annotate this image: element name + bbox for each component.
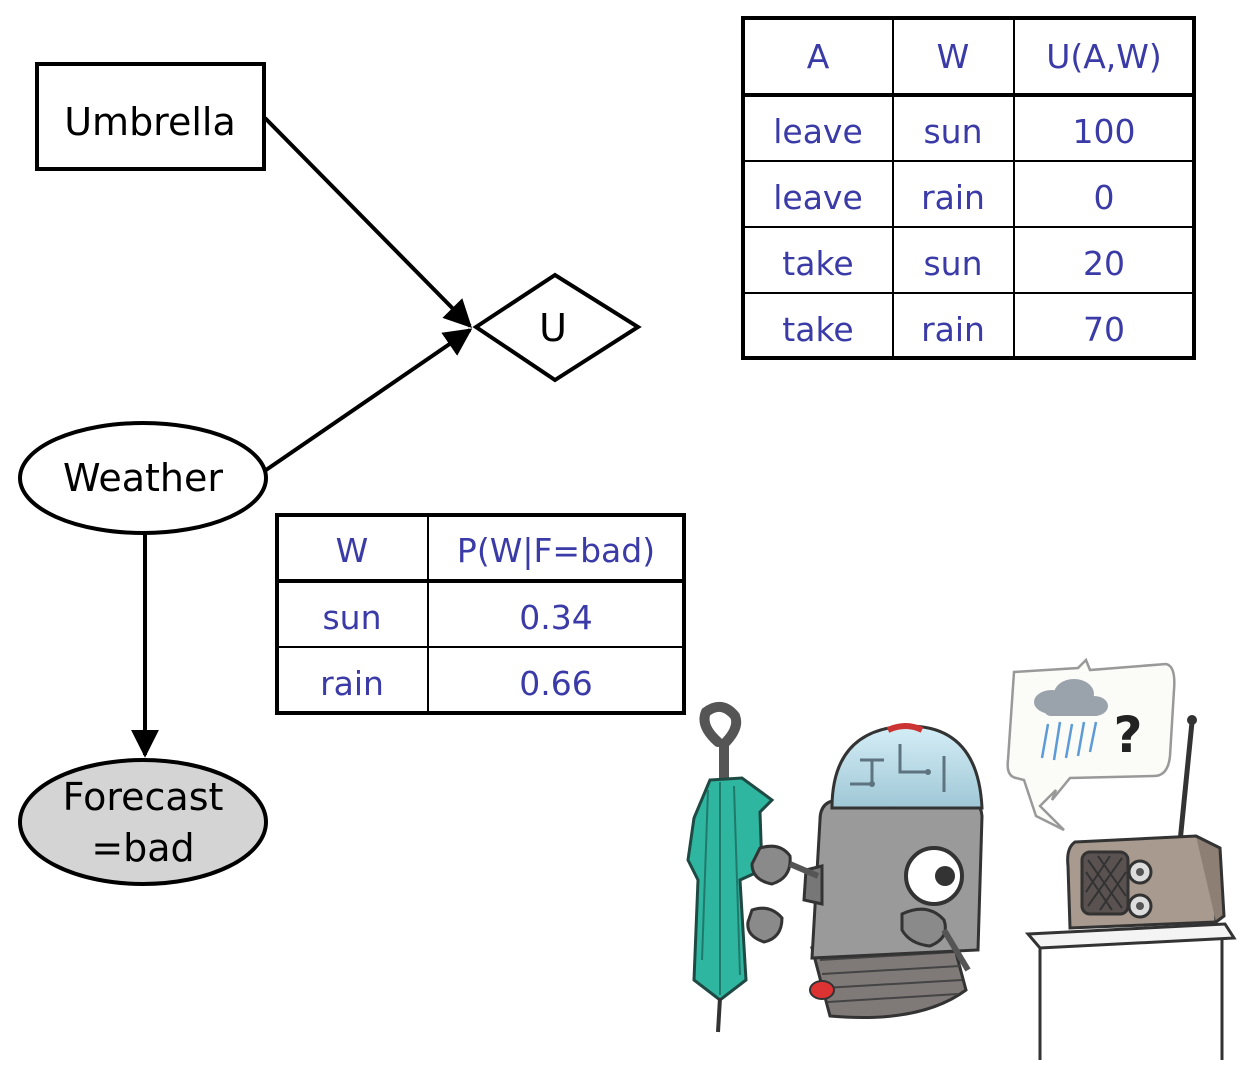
robot-illustration: ?	[686, 657, 1237, 1060]
utility-table-header-u: U(A,W)	[1046, 37, 1162, 76]
utility-table-cell: take	[782, 310, 853, 349]
thought-bubble: ?	[1006, 657, 1176, 832]
question-mark: ?	[1113, 706, 1142, 764]
utility-table-cell: rain	[921, 310, 985, 349]
node-weather: Weather	[18, 421, 268, 535]
utility-table-cell: sun	[923, 112, 982, 151]
posterior-table-cell: sun	[322, 598, 381, 637]
node-umbrella: Umbrella	[35, 62, 266, 171]
utility-table-cell: take	[782, 244, 853, 283]
utility-table-cell: 70	[1083, 310, 1125, 349]
node-forecast-label-line2: =bad	[91, 826, 194, 870]
posterior-table: W P(W|F=bad) sun 0.34 rain 0.66	[275, 513, 686, 715]
utility-table-cell: rain	[921, 178, 985, 217]
utility-table-cell: 20	[1083, 244, 1125, 283]
posterior-table-header-w: W	[336, 531, 369, 570]
utility-table-cell: sun	[923, 244, 982, 283]
node-forecast-label-line1: Forecast	[63, 775, 224, 819]
node-utility: U	[472, 272, 642, 383]
edge-weather-to-utility	[264, 328, 473, 472]
node-umbrella-label: Umbrella	[64, 100, 236, 144]
posterior-table-cell: 0.34	[519, 598, 592, 637]
utility-table-header-w: W	[937, 37, 970, 76]
table-icon	[1024, 922, 1237, 1060]
utility-table-cell: leave	[773, 112, 863, 151]
radio-icon	[1066, 715, 1226, 930]
utility-table: A W U(A,W) leave sun 100 leave rain 0 ta…	[741, 16, 1196, 360]
node-utility-label: U	[539, 306, 567, 350]
posterior-table-cell: rain	[320, 664, 384, 703]
rain-cloud-icon	[1034, 679, 1108, 761]
edge-umbrella-to-utility	[263, 116, 472, 328]
node-weather-label: Weather	[63, 456, 223, 500]
utility-table-header-a: A	[807, 37, 830, 76]
robot-icon	[746, 723, 984, 1019]
utility-table-cell: 100	[1073, 112, 1136, 151]
node-forecast: Forecast =bad	[18, 758, 268, 886]
posterior-table-header-p: P(W|F=bad)	[457, 531, 655, 570]
umbrella-icon	[686, 701, 775, 1033]
posterior-table-cell: 0.66	[519, 664, 592, 703]
utility-table-cell: 0	[1094, 178, 1115, 217]
utility-table-cell: leave	[773, 178, 863, 217]
